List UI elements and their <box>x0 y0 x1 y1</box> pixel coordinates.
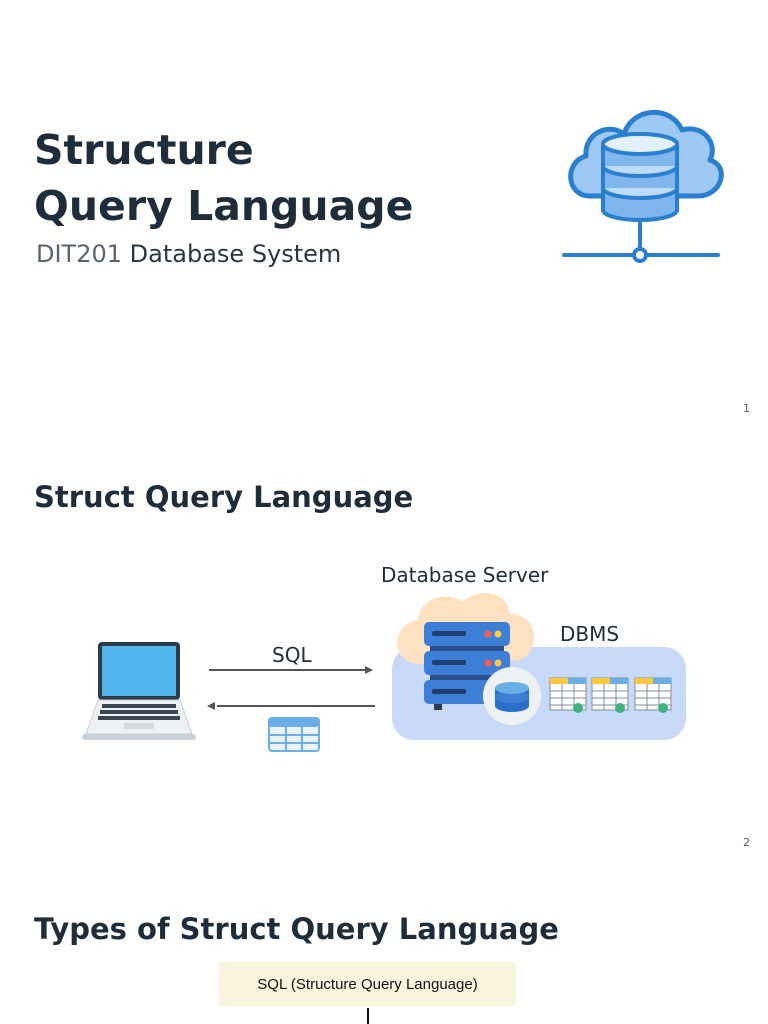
laptop-icon <box>82 642 196 740</box>
slide-title: Structure Query Language <box>34 122 413 234</box>
cloud-database-icon <box>562 110 724 263</box>
database-server-diagram <box>392 592 686 740</box>
title-line-1: Structure <box>34 126 254 174</box>
slide-title: Types of Struct Query Language <box>34 912 559 946</box>
database-icon <box>483 667 541 725</box>
slide-title: Struct Query Language <box>34 480 414 514</box>
slide-3: Types of Struct Query Language SQL (Stru… <box>0 868 768 1024</box>
slide-1: Structure Query Language DIT201 Database… <box>0 0 768 434</box>
title-line-2: Query Language <box>34 182 414 230</box>
slide-2: Struct Query Language SQL Database Serve… <box>0 434 768 868</box>
sql-arrows <box>207 666 375 710</box>
database-server-label: Database Server <box>381 563 549 587</box>
dbms-tables-icon <box>549 677 672 713</box>
table-icon <box>268 717 320 752</box>
sql-label: SQL <box>272 643 312 667</box>
sql-root-box: SQL (Structure Query Language) <box>219 962 516 1006</box>
page-number: 1 <box>743 402 750 415</box>
course-code: DIT201 <box>36 240 123 268</box>
dbms-label: DBMS <box>560 622 620 646</box>
course-subtitle: DIT201 Database System <box>36 240 341 268</box>
connector-line <box>367 1008 369 1024</box>
page-number: 2 <box>743 836 750 849</box>
course-name: Database System <box>129 240 342 268</box>
